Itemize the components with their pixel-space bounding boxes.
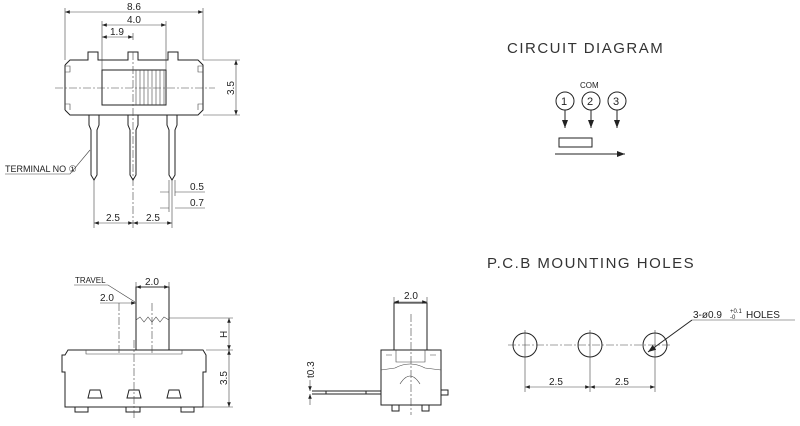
dim-actuator-width: 2.0 bbox=[145, 277, 159, 288]
dim-h: H bbox=[219, 331, 230, 338]
dim-height: 3.5 bbox=[226, 81, 237, 95]
pcb-title: P.C.B MOUNTING HOLES bbox=[487, 255, 695, 272]
dim-thickness: t0.3 bbox=[306, 361, 317, 378]
dim-end-actuator-width: 2.0 bbox=[404, 291, 418, 302]
top-view: 8.6 4.0 1.9 3.5 2.5 2.5 0.5 0.7 TERMINAL… bbox=[5, 2, 240, 228]
dim-pitch-1: 2.5 bbox=[549, 377, 563, 388]
dim-pin-pitch-1: 2.5 bbox=[106, 213, 120, 224]
terminal-1: 1 bbox=[561, 96, 567, 108]
terminal-label: TERMINAL NO ① bbox=[5, 164, 77, 174]
dim-travel: 2.0 bbox=[100, 293, 114, 304]
side-view: TRAVEL 2.0 2.0 H 3.5 bbox=[61, 276, 233, 420]
dim-body-height: 3.5 bbox=[219, 371, 230, 385]
com-label: COM bbox=[580, 81, 599, 90]
dim-pitch-2: 2.5 bbox=[615, 377, 629, 388]
pcb-mounting-holes: P.C.B MOUNTING HOLES 3-ø0.9 +0.1 -0 HOLE… bbox=[487, 255, 795, 392]
terminal-3: 3 bbox=[613, 96, 619, 108]
dim-overall-width: 8.6 bbox=[127, 2, 141, 13]
dim-pin-pitch-2: 2.5 bbox=[146, 213, 160, 224]
dim-slider-width: 4.0 bbox=[127, 15, 141, 26]
travel-label: TRAVEL bbox=[75, 276, 106, 285]
circuit-diagram: CIRCUIT DIAGRAM COM 1 2 3 bbox=[507, 40, 664, 157]
dim-pin-tip: 0.5 bbox=[190, 182, 204, 193]
end-view: 2.0 t0.3 bbox=[306, 291, 449, 415]
hole-spec: 3-ø0.9 bbox=[693, 310, 722, 321]
tol-minus: -0 bbox=[730, 315, 736, 321]
terminal-2: 2 bbox=[587, 96, 593, 108]
circuit-title: CIRCUIT DIAGRAM bbox=[507, 40, 664, 57]
hole-suffix: HOLES bbox=[746, 310, 780, 321]
dim-pin-width: 0.7 bbox=[190, 198, 204, 209]
tol-plus: +0.1 bbox=[730, 309, 743, 315]
dim-slider-offset: 1.9 bbox=[110, 27, 124, 38]
